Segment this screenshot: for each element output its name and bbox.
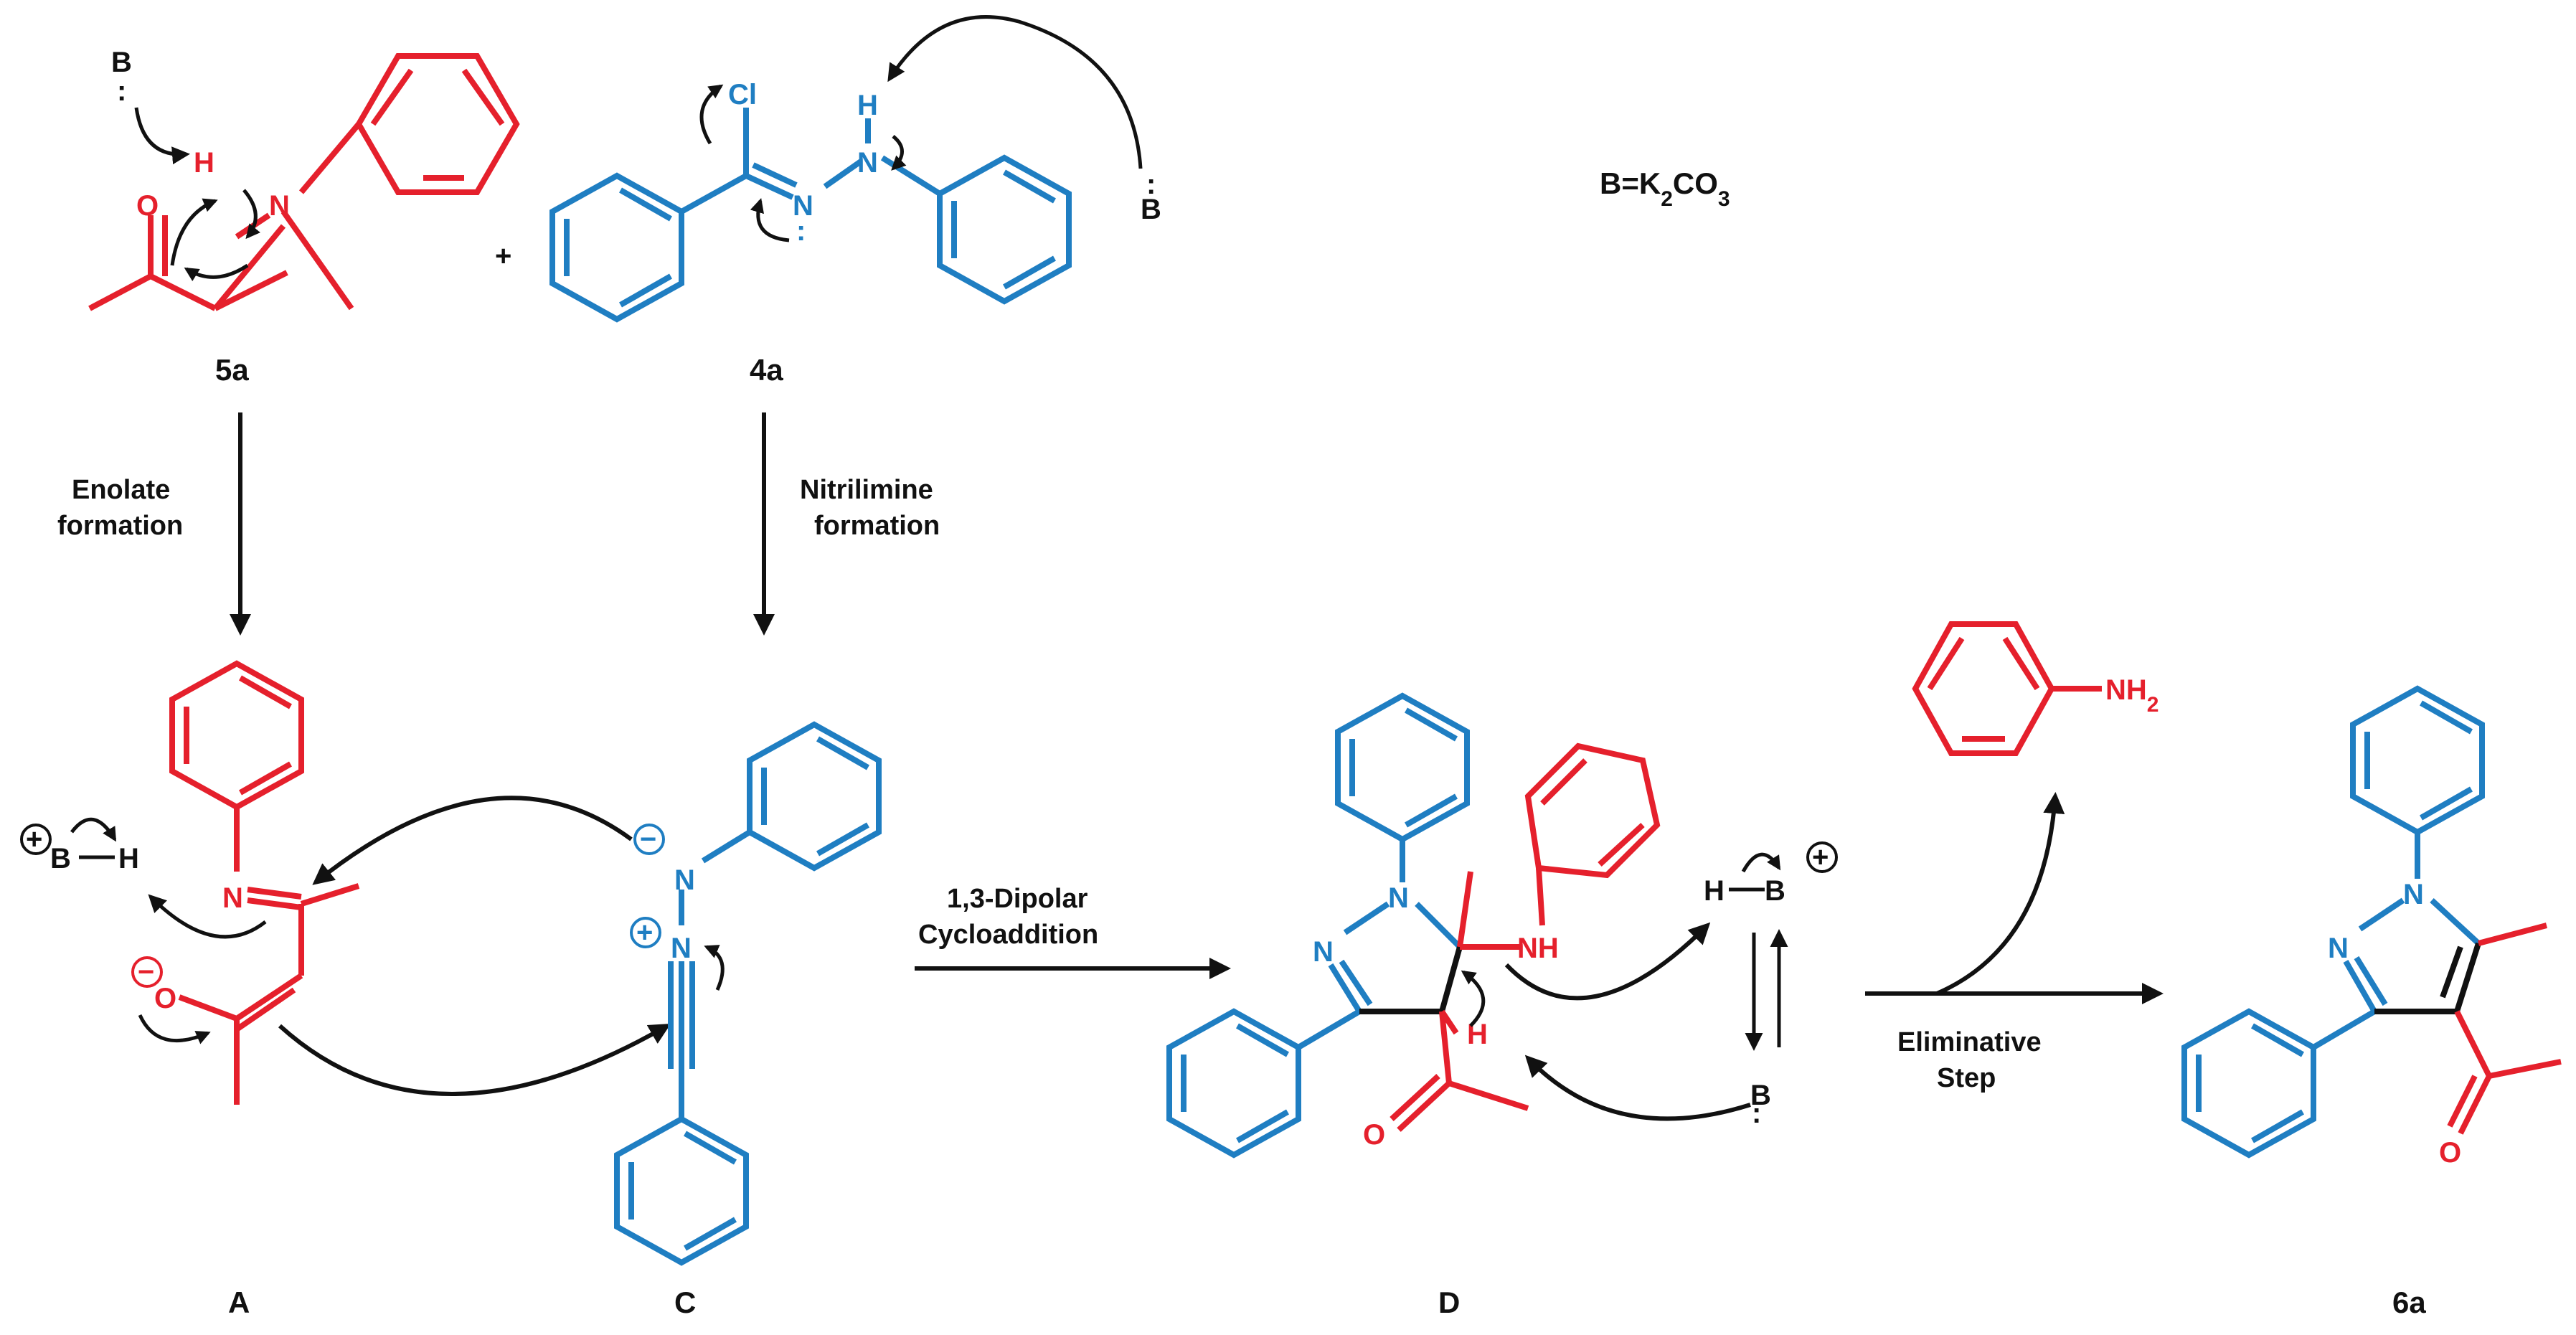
atom-N2-6a: N — [2328, 933, 2349, 964]
compound-D — [1166, 692, 1661, 1159]
atom-Cl-4a: Cl — [728, 79, 757, 110]
atom-B-left: B — [50, 843, 71, 874]
atom-H-4a: H — [857, 90, 878, 121]
charge-minus-A — [131, 956, 163, 988]
atom-H-D: H — [1467, 1019, 1488, 1050]
step-dipolar-line1: 1,3-Dipolar — [947, 884, 1088, 914]
step-elim-line1: Eliminative — [1897, 1027, 2042, 1057]
phenyl-ring-5a — [355, 53, 520, 195]
lone-pair-4a: : — [796, 215, 806, 247]
phenyl-ring-D-top — [1335, 692, 1470, 843]
step-elim-line2: Step — [1937, 1063, 1996, 1093]
step-nitrilimine-line2: formation — [814, 511, 940, 541]
atom-N-4a: N — [793, 190, 813, 222]
atom-NH2-aniline: NH2 — [2105, 674, 2159, 717]
atom-N-minus-C: N — [674, 864, 695, 896]
charge-minus-A-glyph: − — [138, 956, 154, 988]
phenyl-ring-4a-right — [937, 154, 1072, 305]
base-B-top: B — [111, 47, 132, 78]
label-4a: 4a — [750, 353, 783, 387]
phenyl-ring-6a-bottom — [2181, 1008, 2316, 1159]
label-5a: 5a — [215, 353, 249, 387]
atom-N-plus-C: N — [671, 933, 692, 964]
compound-A — [169, 660, 360, 1105]
phenyl-ring-C-bottom — [614, 1115, 749, 1266]
step-enolate-line2: formation — [57, 511, 183, 541]
phenyl-ring-D-red — [1524, 742, 1661, 879]
atom-O-6a: O — [2439, 1137, 2461, 1169]
compound-4a — [549, 108, 1072, 323]
compound-6a — [2181, 685, 2562, 1159]
charge-plus-C — [630, 917, 661, 948]
atom-H-right: H — [1704, 875, 1725, 907]
atom-H-left: H — [118, 843, 139, 874]
atom-B-right-top: B — [1765, 875, 1785, 907]
lone-pair-right: : — [1146, 169, 1156, 200]
charge-plus-C-glyph: + — [636, 917, 653, 948]
lone-pair-right-bottom: : — [1752, 1098, 1761, 1129]
atom-N-A: N — [222, 882, 243, 914]
charge-plus-B-left — [20, 824, 52, 855]
atom-NH-4a: N — [857, 147, 878, 179]
phenyl-ring-aniline — [1912, 621, 2055, 756]
phenyl-ring-C-top — [747, 721, 882, 872]
charge-plus-B-left-glyph: + — [26, 824, 42, 855]
atom-B-right-bottom: B — [1750, 1080, 1771, 1111]
atom-N2-D: N — [1313, 936, 1334, 968]
step-nitrilimine-line1: Nitrilimine — [800, 475, 933, 505]
atom-O-5a: O — [136, 190, 159, 222]
atom-N1-6a: N — [2403, 879, 2424, 910]
step-enolate-line1: Enolate — [72, 475, 170, 505]
charge-minus-C-glyph: − — [640, 824, 656, 855]
phenyl-ring-D-bottom — [1166, 1008, 1301, 1159]
base-B-right: B — [1141, 194, 1161, 225]
lone-pair-top: : — [117, 75, 126, 107]
label-C: C — [674, 1286, 696, 1319]
plus-sign: + — [495, 240, 511, 272]
compound-5a — [88, 53, 520, 311]
atom-NH-D: NH — [1517, 933, 1559, 964]
atom-H-5a: H — [194, 147, 214, 179]
charge-plus-B-right-glyph: + — [1812, 841, 1829, 873]
charge-plus-B-right — [1806, 841, 1838, 873]
compound-aniline — [1912, 621, 2102, 756]
atom-N1-D: N — [1388, 882, 1409, 914]
base-definition: B=K2CO3 — [1600, 166, 1730, 211]
charge-minus-C — [633, 824, 665, 855]
phenyl-ring-A — [169, 660, 304, 811]
label-A: A — [228, 1286, 250, 1319]
phenyl-ring-4a-left — [549, 172, 684, 323]
label-6a: 6a — [2392, 1286, 2426, 1319]
atom-O-D: O — [1363, 1119, 1385, 1151]
atom-N-5a: N — [269, 190, 290, 222]
step-dipolar-line2: Cycloaddition — [918, 920, 1098, 950]
phenyl-ring-6a-top — [2350, 685, 2485, 836]
compound-C — [614, 721, 882, 1266]
atom-O-A: O — [154, 983, 176, 1014]
label-D: D — [1438, 1286, 1460, 1319]
